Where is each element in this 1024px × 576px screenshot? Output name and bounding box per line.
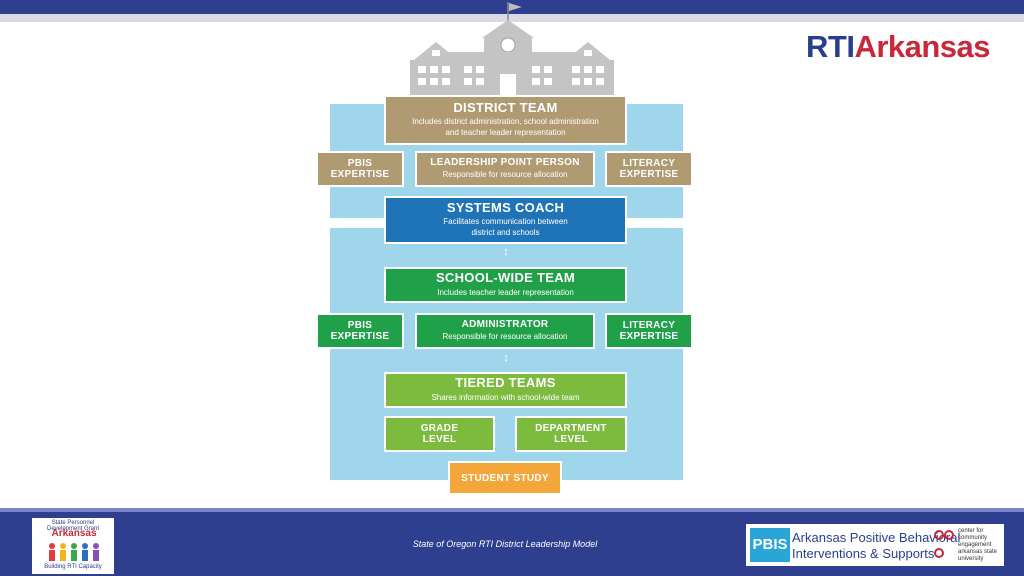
pbis-expertise-top-box: PBIS EXPERTISE [316,151,404,187]
department-level-line2: LEVEL [554,434,588,445]
student-study-title: STUDENT STUDY [461,472,549,484]
tiered-teams-subtitle: Shares information with school-wide team [431,392,580,402]
school-building-icon [410,2,614,98]
pbis-line1: Arkansas Positive Behavioral [792,530,961,545]
department-level-line1: DEPARTMENT [535,423,607,434]
people-figures-icon [49,543,99,561]
district-team-subtitle-1: Includes district administration, school… [412,117,599,127]
arrow-admin-tiered: ↕ [503,352,509,364]
pbis-bottom-line1: PBIS [347,320,373,331]
arkansas-pbis-logo: PBIS Arkansas Positive Behavioral Interv… [746,524,1004,566]
literacy-expertise-bottom-box: LITERACY EXPERTISE [605,313,693,349]
school-wide-team-title: SCHOOL-WIDE TEAM [435,270,576,286]
ccese-line3: engagement [958,542,992,548]
systems-coach-subtitle-1: Facilitates communication between [443,217,568,227]
literacy-bottom-line2: EXPERTISE [619,331,679,342]
pbis-top-line2: EXPERTISE [330,169,390,180]
administrator-box: ADMINISTRATOR Responsible for resource a… [415,313,595,349]
spdg-arc-text: State Personnel Development Grant [46,520,100,532]
tiered-teams-box: TIERED TEAMS Shares information with sch… [384,372,627,408]
ccese-line2: community [958,535,988,541]
footer-caption: State of Oregon RTI District Leadership … [412,539,598,549]
administrator-title: ADMINISTRATOR [461,319,549,331]
ccese-line5: university [958,556,984,562]
systems-coach-box: SYSTEMS COACH Facilitates communication … [384,196,627,244]
grade-level-line1: GRADE [420,423,459,434]
leadership-point-title: LEADERSHIP POINT PERSON [430,157,580,169]
pbis-mark: PBIS [750,528,790,562]
administrator-subtitle: Responsible for resource allocation [442,332,568,342]
ccese-line4: arkansas state [958,549,998,555]
tiered-teams-title: TIERED TEAMS [455,375,556,391]
logo-rti-text: RTI [806,29,855,64]
school-wide-team-box: SCHOOL-WIDE TEAM Includes teacher leader… [384,267,627,303]
pbis-expertise-bottom-box: PBIS EXPERTISE [316,313,404,349]
student-study-box: STUDENT STUDY [448,461,562,495]
grade-level-line2: LEVEL [422,434,457,445]
department-level-box: DEPARTMENT LEVEL [515,416,627,452]
spdg-caption: Building RTI Capacity [44,564,102,570]
arrow-coach-schoolwide: ↕ [503,246,509,258]
literacy-top-line1: LITERACY [622,158,676,169]
pbis-top-line1: PBIS [347,158,373,169]
literacy-expertise-top-box: LITERACY EXPERTISE [605,151,693,187]
systems-coach-title: SYSTEMS COACH [446,200,565,216]
literacy-bottom-line1: LITERACY [622,320,676,331]
top-bar-stripe [0,14,1024,22]
rti-arkansas-logo: RTIArkansas [806,30,1006,64]
ccese-line1: center for [958,528,984,534]
district-team-subtitle-2: and teacher leader representation [445,128,566,138]
ccese-circles-icon [934,528,956,562]
grade-level-box: GRADE LEVEL [384,416,495,452]
ccese-text: center for community engagement arkansas… [958,528,1004,563]
logo-arkansas-text: Arkansas [854,29,991,64]
school-wide-team-subtitle: Includes teacher leader representation [437,287,574,297]
leadership-point-subtitle: Responsible for resource allocation [442,170,568,180]
systems-coach-subtitle-2: district and schools [471,228,540,238]
pbis-line2: Interventions & Supports [792,546,935,561]
leadership-point-person-box: LEADERSHIP POINT PERSON Responsible for … [415,151,595,187]
literacy-top-line2: EXPERTISE [619,169,679,180]
spdg-arkansas-text: Arkansas [51,528,97,539]
district-team-title: DISTRICT TEAM [453,100,558,116]
spdg-logo: State Personnel Development Grant Arkans… [32,518,114,574]
district-team-box: DISTRICT TEAM Includes district administ… [384,95,627,145]
pbis-bottom-line2: EXPERTISE [330,331,390,342]
